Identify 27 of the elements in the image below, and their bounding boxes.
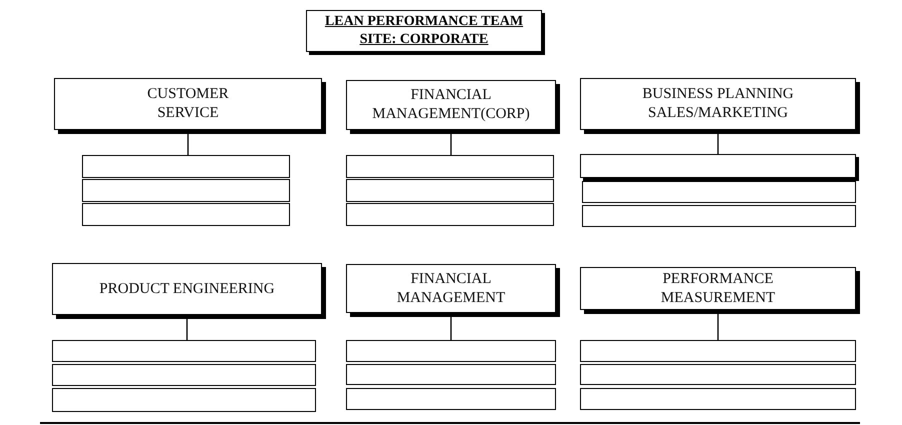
team-name: PERFORMANCE MEASUREMENT: [660, 270, 776, 308]
blank-box: [582, 205, 856, 227]
blank-box: [346, 388, 556, 410]
blank-box: [582, 181, 856, 203]
blank-box: [346, 203, 554, 226]
team-name: CUSTOMER SERVICE: [146, 85, 230, 123]
blank-box: [580, 364, 856, 385]
blank-box: [82, 179, 290, 202]
team-name: FINANCIAL MANAGEMENT: [396, 270, 506, 308]
blank-box: [52, 364, 316, 386]
title-text: SITE: CORPORATE: [360, 31, 488, 49]
blank-box: [346, 340, 556, 362]
title-box: [306, 10, 542, 52]
blank-box: [346, 364, 556, 385]
blank-box: [580, 388, 856, 410]
blank-box: [52, 340, 316, 362]
blank-box: [52, 388, 316, 412]
team-name: BUSINESS PLANNING SALES/MARKETING: [641, 85, 795, 123]
blank-box: [580, 154, 856, 178]
blank-box: [82, 203, 290, 226]
blank-box: [346, 179, 554, 202]
blank-box: [580, 340, 856, 362]
blank-box: [82, 155, 290, 178]
blank-box: [346, 155, 554, 178]
team-name: PRODUCT ENGINEERING: [99, 280, 275, 298]
team-name: FINANCIAL MANAGEMENT(CORP): [371, 86, 531, 124]
title-text: LEAN PERFORMANCE TEAM: [324, 13, 524, 31]
